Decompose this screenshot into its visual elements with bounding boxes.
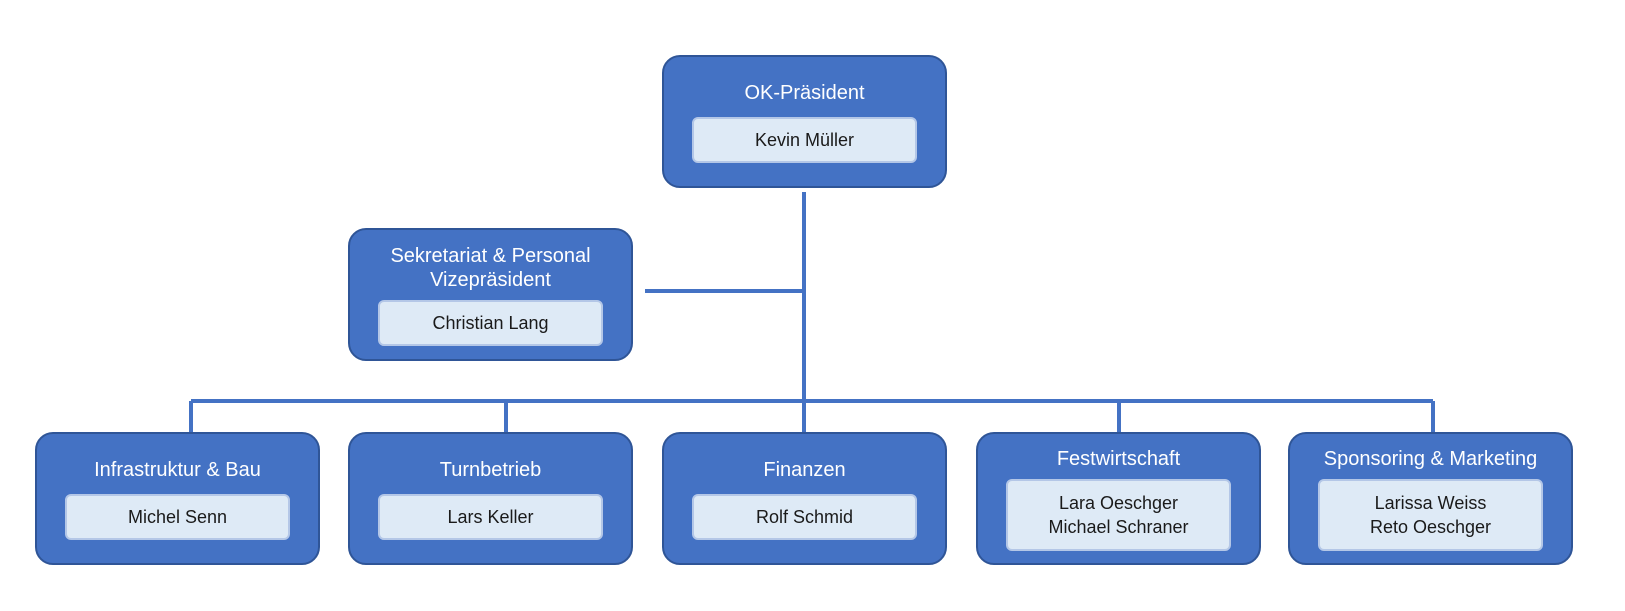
department-person-box: Michel Senn (65, 493, 290, 540)
president-person-name: Kevin Müller (754, 129, 855, 150)
president-person-box: Kevin Müller (692, 116, 917, 163)
department-title: Sponsoring & Marketing (1323, 447, 1538, 470)
department-person-box: Larissa Weiss Reto Oeschger (1318, 478, 1543, 551)
staff-title-line2: Vizepräsident (430, 268, 551, 291)
department-box-infrastruktur: Infrastruktur & Bau Michel Senn (35, 432, 320, 565)
department-person-name: Michel Senn (127, 506, 228, 527)
department-box-finanzen: Finanzen Rolf Schmid (662, 432, 947, 565)
staff-box: Sekretariat & Personal Vizepräsident Chr… (348, 228, 633, 361)
department-title: Infrastruktur & Bau (94, 458, 261, 481)
department-person-name: Lars Keller (447, 506, 534, 527)
president-title: OK-Präsident (744, 81, 865, 104)
staff-title: Sekretariat & Personal Vizepräsident (390, 244, 590, 292)
department-person-box: Lara Oeschger Michael Schraner (1006, 478, 1231, 551)
department-box-festwirtschaft: Festwirtschaft Lara Oeschger Michael Sch… (976, 432, 1261, 565)
department-title: Festwirtschaft (1056, 447, 1181, 470)
staff-person-name: Christian Lang (432, 312, 549, 333)
president-box: OK-Präsident Kevin Müller (662, 55, 947, 188)
department-box-turnbetrieb: Turnbetrieb Lars Keller (348, 432, 633, 565)
department-person-name: Reto Oeschger (1369, 516, 1492, 537)
department-person-name: Larissa Weiss (1374, 492, 1487, 513)
department-person-box: Rolf Schmid (692, 493, 917, 540)
department-person-box: Lars Keller (378, 493, 603, 540)
department-person-name: Michael Schraner (1048, 516, 1189, 537)
department-title: Finanzen (763, 458, 846, 481)
department-person-name: Lara Oeschger (1058, 492, 1179, 513)
department-title: Turnbetrieb (439, 458, 542, 481)
staff-title-line1: Sekretariat & Personal (390, 244, 591, 267)
department-person-name: Rolf Schmid (755, 506, 854, 527)
department-box-sponsoring: Sponsoring & Marketing Larissa Weiss Ret… (1288, 432, 1573, 565)
staff-person-box: Christian Lang (378, 299, 603, 346)
